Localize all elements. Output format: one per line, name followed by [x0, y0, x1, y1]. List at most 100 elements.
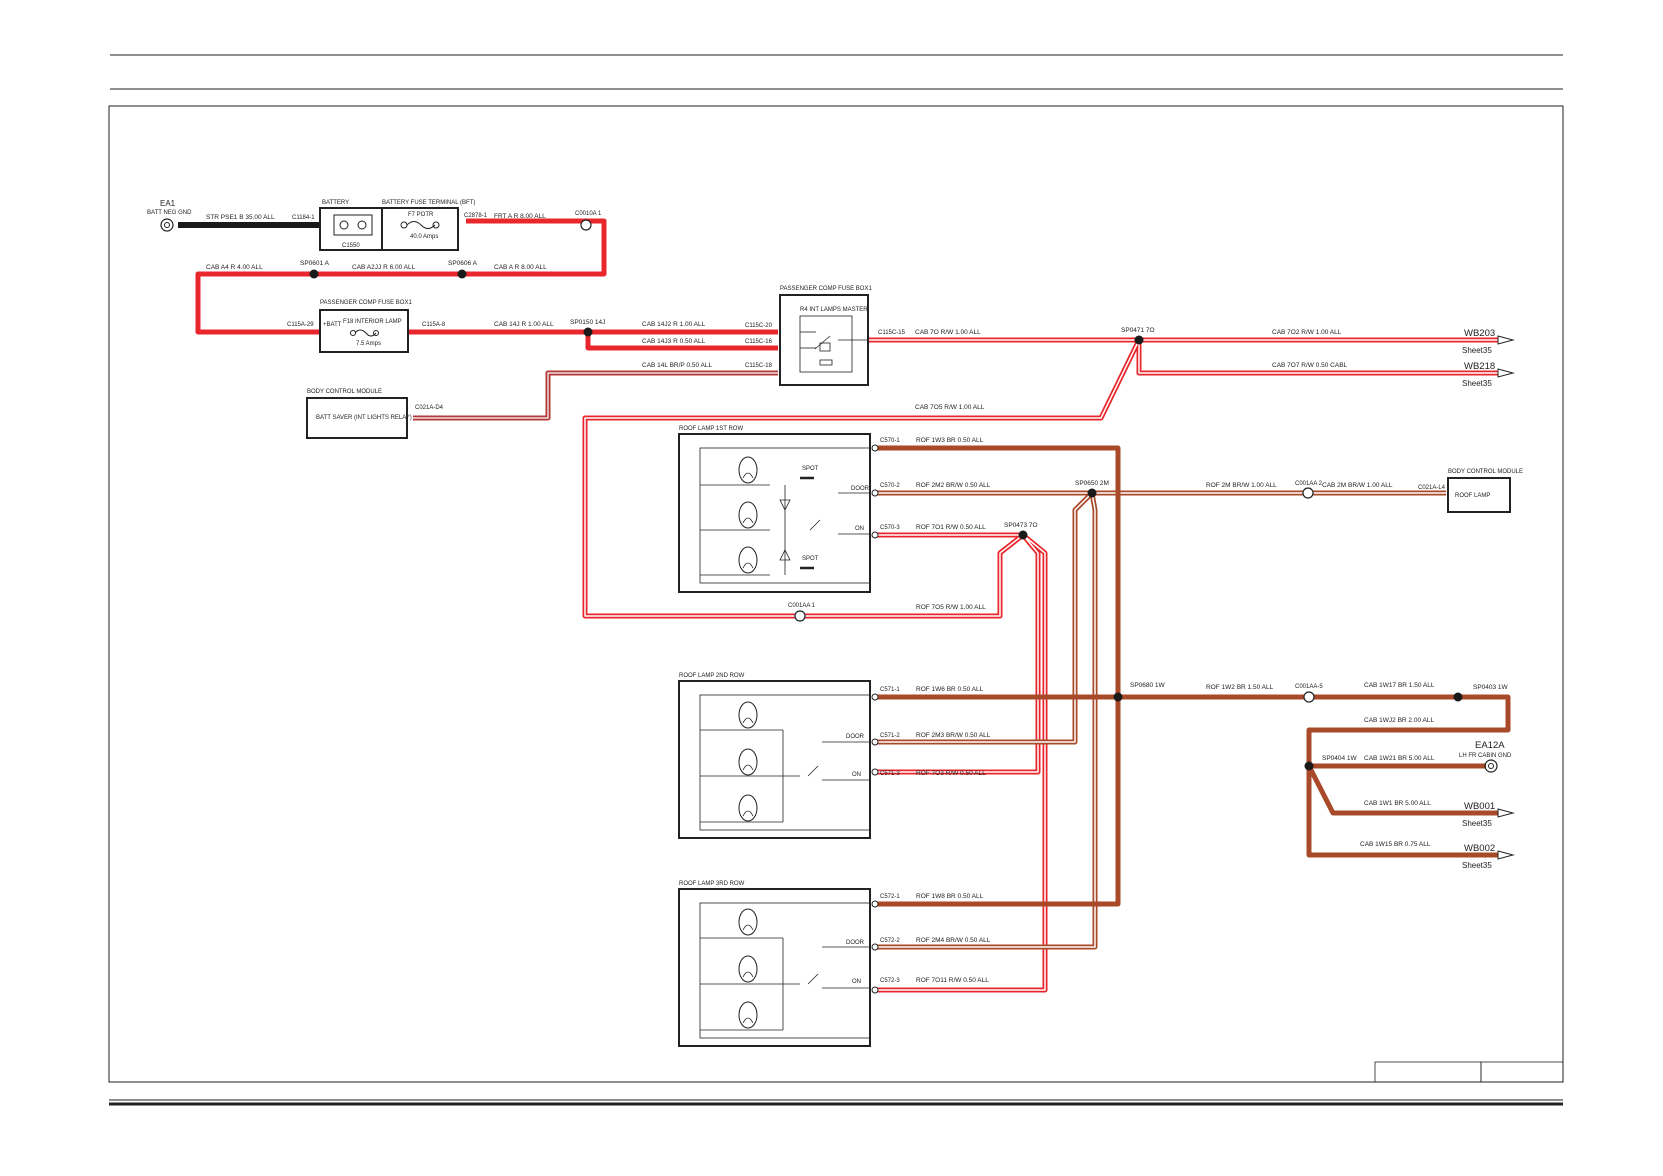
sp0650-conn: C001AA 2 [1295, 481, 1323, 487]
roof1-door: DOOR [851, 486, 870, 492]
battery-title: BATTERY [322, 200, 349, 206]
relay-box-title: PASSENGER COMP FUSE BOX1 [780, 286, 872, 292]
pcfb-in-conn: C115A-29 [287, 322, 314, 328]
roof1-c1: C570-1 [880, 438, 900, 444]
wires-ground [875, 445, 1511, 907]
splice-dots [309, 269, 1463, 771]
roof1-spot-bottom: SPOT [802, 556, 819, 562]
bcm-batt-saver: BODY CONTROL MODULE BATT SAVER (INT LIGH… [306, 389, 412, 439]
pcfb-out-wire: CAB 14J R 1.00 ALL [494, 321, 554, 328]
connector-c001aa1-icon [794, 610, 806, 622]
splice-sp0601: SP0601 A [300, 260, 330, 267]
ref-wb002: WB002 [1464, 843, 1495, 854]
roof1-c2: C570-2 [880, 483, 900, 489]
bft-out-wire: FRT A R 8.00 ALL [494, 213, 546, 220]
relay-w2c: C115C-16 [745, 339, 773, 345]
relay-w3c: C115C-18 [745, 363, 773, 369]
splice-sp0404: SP0404 1W [1322, 755, 1358, 762]
splice-sp0650: SP0650 2M [1075, 480, 1109, 487]
connector-c001aa5-icon [1303, 691, 1315, 703]
gnd-w1: ROF 1W2 BR 1.50 ALL [1206, 684, 1274, 691]
bft-rating: 40.0 Amps [410, 234, 438, 240]
connector-c0010a-icon [580, 219, 592, 231]
wire-a4-label: CAB A4 R 4.00 ALL [206, 264, 263, 271]
arrow-wb002-icon [1497, 850, 1515, 860]
splice-sp0680: SP0680 1W [1130, 682, 1166, 689]
arrow-wb203-icon [1497, 335, 1515, 345]
bcm-roof-title: BODY CONTROL MODULE [1448, 469, 1523, 475]
roof2-title: ROOF LAMP 2ND ROW [679, 673, 745, 679]
arrow-wb001-icon [1497, 808, 1515, 818]
ref-wb218: WB218 [1464, 361, 1495, 372]
roof-lamp-1st-row: ROOF LAMP 1ST ROW SPOT SPOT DOOR ON [678, 426, 871, 593]
wires-brw [875, 490, 1446, 950]
battery-wire-label: STR PSE1 B 35.00 ALL [206, 214, 275, 221]
splice-sp0473: SP0473 7O [1004, 522, 1038, 529]
ref-wb203: WB203 [1464, 328, 1495, 339]
wires-power [195, 218, 778, 351]
splice-sp0471: SP0471 7O [1121, 327, 1155, 334]
roof1-spot-top: SPOT [802, 466, 819, 472]
bft-title: BATTERY FUSE TERMINAL (BFT) [382, 200, 475, 206]
wires-rw [582, 337, 1498, 993]
roof3-w3: ROF 7O11 R/W 0.50 ALL [916, 977, 989, 984]
roof2-c2: C571-2 [880, 733, 900, 739]
splice-sp0606: SP0606 A [448, 260, 478, 267]
battery-component: BATTERY C1550 [319, 200, 383, 251]
sp0471-w1: CAB 7O2 R/W 1.00 ALL [1272, 329, 1342, 336]
relay-out-conn: C115C-15 [878, 330, 906, 336]
wire-a2jj-label: CAB A2JJ R 6.00 ALL [352, 264, 416, 271]
bft-fuse: F7 POTR [408, 212, 434, 218]
ground-ea1: EA1 BATT NEG GND [147, 199, 192, 232]
roof1-on: ON [855, 526, 864, 532]
pcfb-label: +BATT [323, 322, 342, 328]
roof-lamp-3rd-row: ROOF LAMP 3RD ROW DOOR ON [678, 881, 871, 1047]
bcm-saver-title: BODY CONTROL MODULE [307, 389, 382, 395]
bft-out-end: C0010A 1 [575, 211, 602, 217]
relay-label: R4 INT LAMPS MASTER [800, 307, 868, 313]
sp0471-w3: CAB 7O5 R/W 1.00 ALL [915, 404, 985, 411]
roof2-on: ON [852, 772, 861, 778]
roof2-w2: ROF 2M3 BR/W 0.50 ALL [916, 732, 991, 739]
arrow-wb218-icon [1497, 368, 1515, 378]
wire-batt-saver [413, 370, 778, 421]
roof3-c1: C572-1 [880, 894, 900, 900]
relay-box: PASSENGER COMP FUSE BOX1 R4 INT LAMPS MA… [779, 286, 872, 386]
pcfb-rating: 7.5 Amps [356, 341, 381, 347]
roof3-title: ROOF LAMP 3RD ROW [679, 881, 745, 887]
roof3-w1: ROF 1W8 BR 0.50 ALL [916, 893, 984, 900]
ea1-desc: BATT NEG GND [147, 210, 192, 216]
roof2-w3: ROF 7O3 R/W 0.50 ALL [916, 770, 986, 777]
roof3-c2: C572-2 [880, 938, 900, 944]
relay-w2: CAB 14J3 R 0.50 ALL [642, 338, 706, 345]
c001aa1-wire: ROF 7O5 R/W 1.00 ALL [916, 604, 986, 611]
c001aa1-conn: C001AA 1 [788, 603, 816, 609]
battery-fuse-terminal: BATTERY FUSE TERMINAL (BFT) F7 POTR 40.0… [381, 200, 475, 251]
splice-sp0403: SP0403 1W [1473, 684, 1509, 691]
bcm-saver-conn: C021A-D4 [415, 405, 444, 411]
pcfb-out-conn: C115A-8 [422, 322, 446, 328]
ground-ea12a-desc: LH FR CABIN GND [1459, 753, 1512, 759]
sp0650-w1: ROF 2M BR/W 1.00 ALL [1206, 482, 1277, 489]
bcm-roof-box: ROOF LAMP [1455, 493, 1490, 499]
roof3-on: ON [852, 979, 861, 985]
lamp-pin-connectors [871, 444, 879, 994]
bcm-roof-lamp: BODY CONTROL MODULE ROOF LAMP [1447, 469, 1523, 513]
sheet-wb203: Sheet35 [1462, 346, 1492, 355]
gnd-w3: CAB 1WJ2 BR 2.00 ALL [1364, 717, 1434, 724]
splice-sp0150: SP0150 14J [570, 319, 605, 326]
sheet-wb002: Sheet35 [1462, 861, 1492, 870]
bcm-saver-box: BATT SAVER (INT LIGHTS RELAY) [316, 415, 412, 421]
ground-ea12a-icon [1484, 759, 1498, 773]
ea1-code: EA1 [160, 199, 176, 208]
ground-ea12a: EA12A [1475, 740, 1505, 751]
sheet-wb001: Sheet35 [1462, 819, 1492, 828]
gnd-w6: CAB 1W15 BR 0.75 ALL [1360, 841, 1431, 848]
gnd-w2: CAB 1W17 BR 1.50 ALL [1364, 682, 1435, 689]
roof2-door: DOOR [846, 734, 865, 740]
pcfb-fuse-box: PASSENGER COMP FUSE BOX1 +BATT F18 INTER… [319, 300, 412, 353]
roof1-title: ROOF LAMP 1ST ROW [679, 426, 743, 432]
bft-out-connector: C2878-1 [464, 213, 488, 219]
sheet-wb218: Sheet35 [1462, 379, 1492, 388]
